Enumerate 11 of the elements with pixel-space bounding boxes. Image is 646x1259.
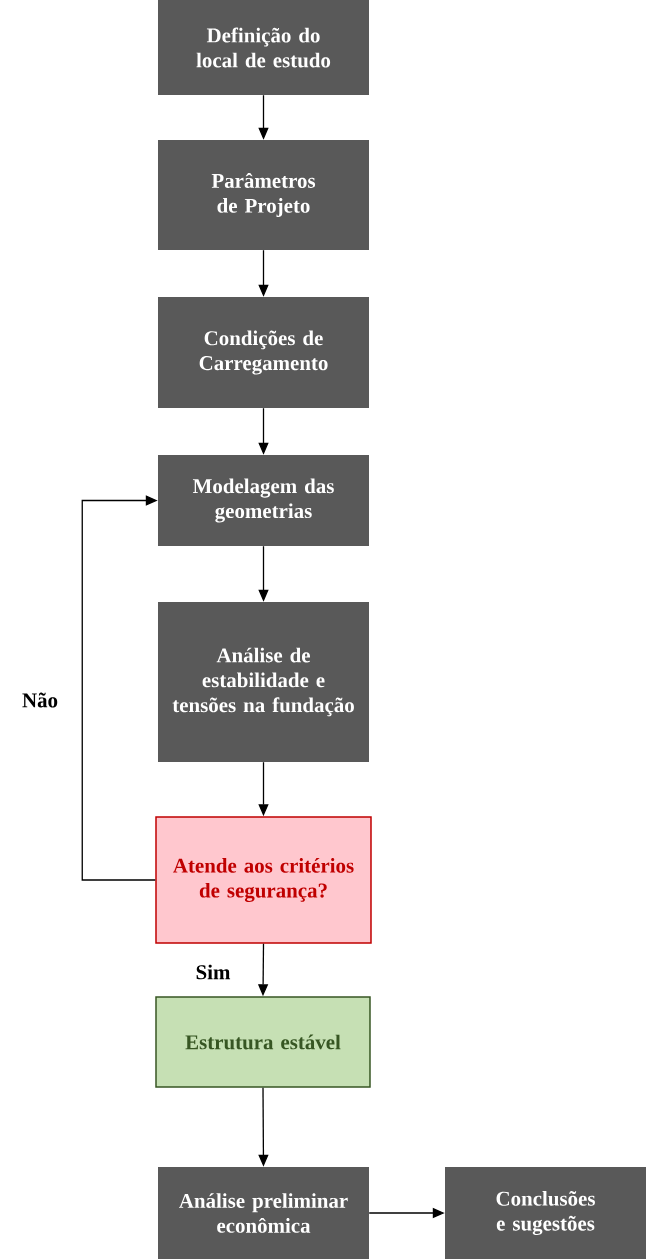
result-box: Estrutura estável (155, 996, 371, 1088)
process-box: Análise de estabilidade e tensões na fundação (158, 602, 369, 762)
edge-label: Não (21, 691, 59, 709)
edge-label: Sim (194, 963, 232, 981)
process-box: Análise preliminar econômica (158, 1167, 369, 1259)
process-box: Definição do local de estudo (158, 0, 369, 95)
process-box: Conclusões e sugestões (445, 1167, 646, 1259)
process-box: Parâmetros de Projeto (158, 140, 369, 250)
process-box: Condições de Carregamento (158, 297, 369, 408)
decision-box: Atende aos critérios de segurança? (155, 816, 372, 944)
process-box: Modelagem das geometrias (158, 455, 369, 546)
